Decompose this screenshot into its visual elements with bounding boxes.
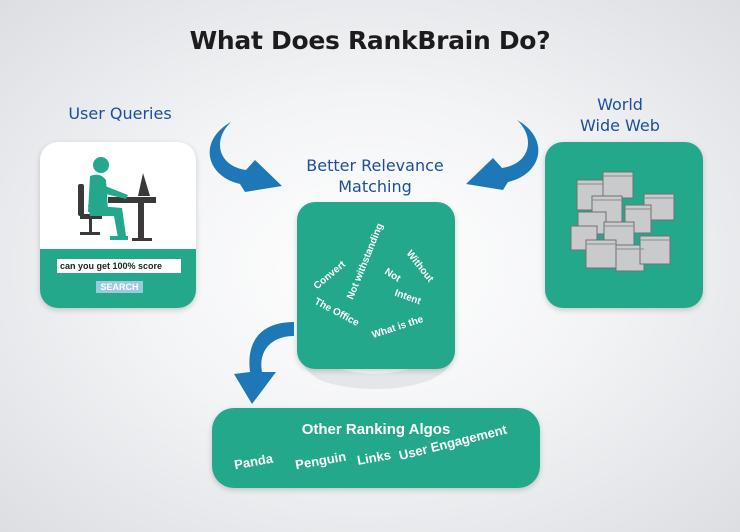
curved-arrow-icon [209, 122, 282, 192]
better-relevance-label: Better Relevance Matching [285, 155, 465, 197]
user-queries-label: User Queries [68, 104, 172, 123]
other-ranking-algos-card [212, 408, 540, 488]
world-wide-web-line2: Wide Web [580, 116, 660, 135]
search-button[interactable]: SEARCH [96, 281, 143, 293]
other-ranking-algos-title: Other Ranking Algos [301, 421, 451, 438]
page-title: What Does RankBrain Do? [189, 26, 551, 55]
relevance-matching-card [297, 202, 455, 369]
search-input[interactable]: can you get 100% score [57, 259, 181, 273]
better-relevance-line2: Matching [338, 177, 412, 196]
world-wide-web-line1: World [597, 95, 643, 114]
user-queries-card-footer [40, 249, 196, 308]
better-relevance-line1: Better Relevance [306, 156, 444, 175]
world-wide-web-label: World Wide Web [550, 94, 690, 136]
curved-arrow-icon [466, 120, 539, 190]
curved-arrow-icon [234, 322, 294, 404]
